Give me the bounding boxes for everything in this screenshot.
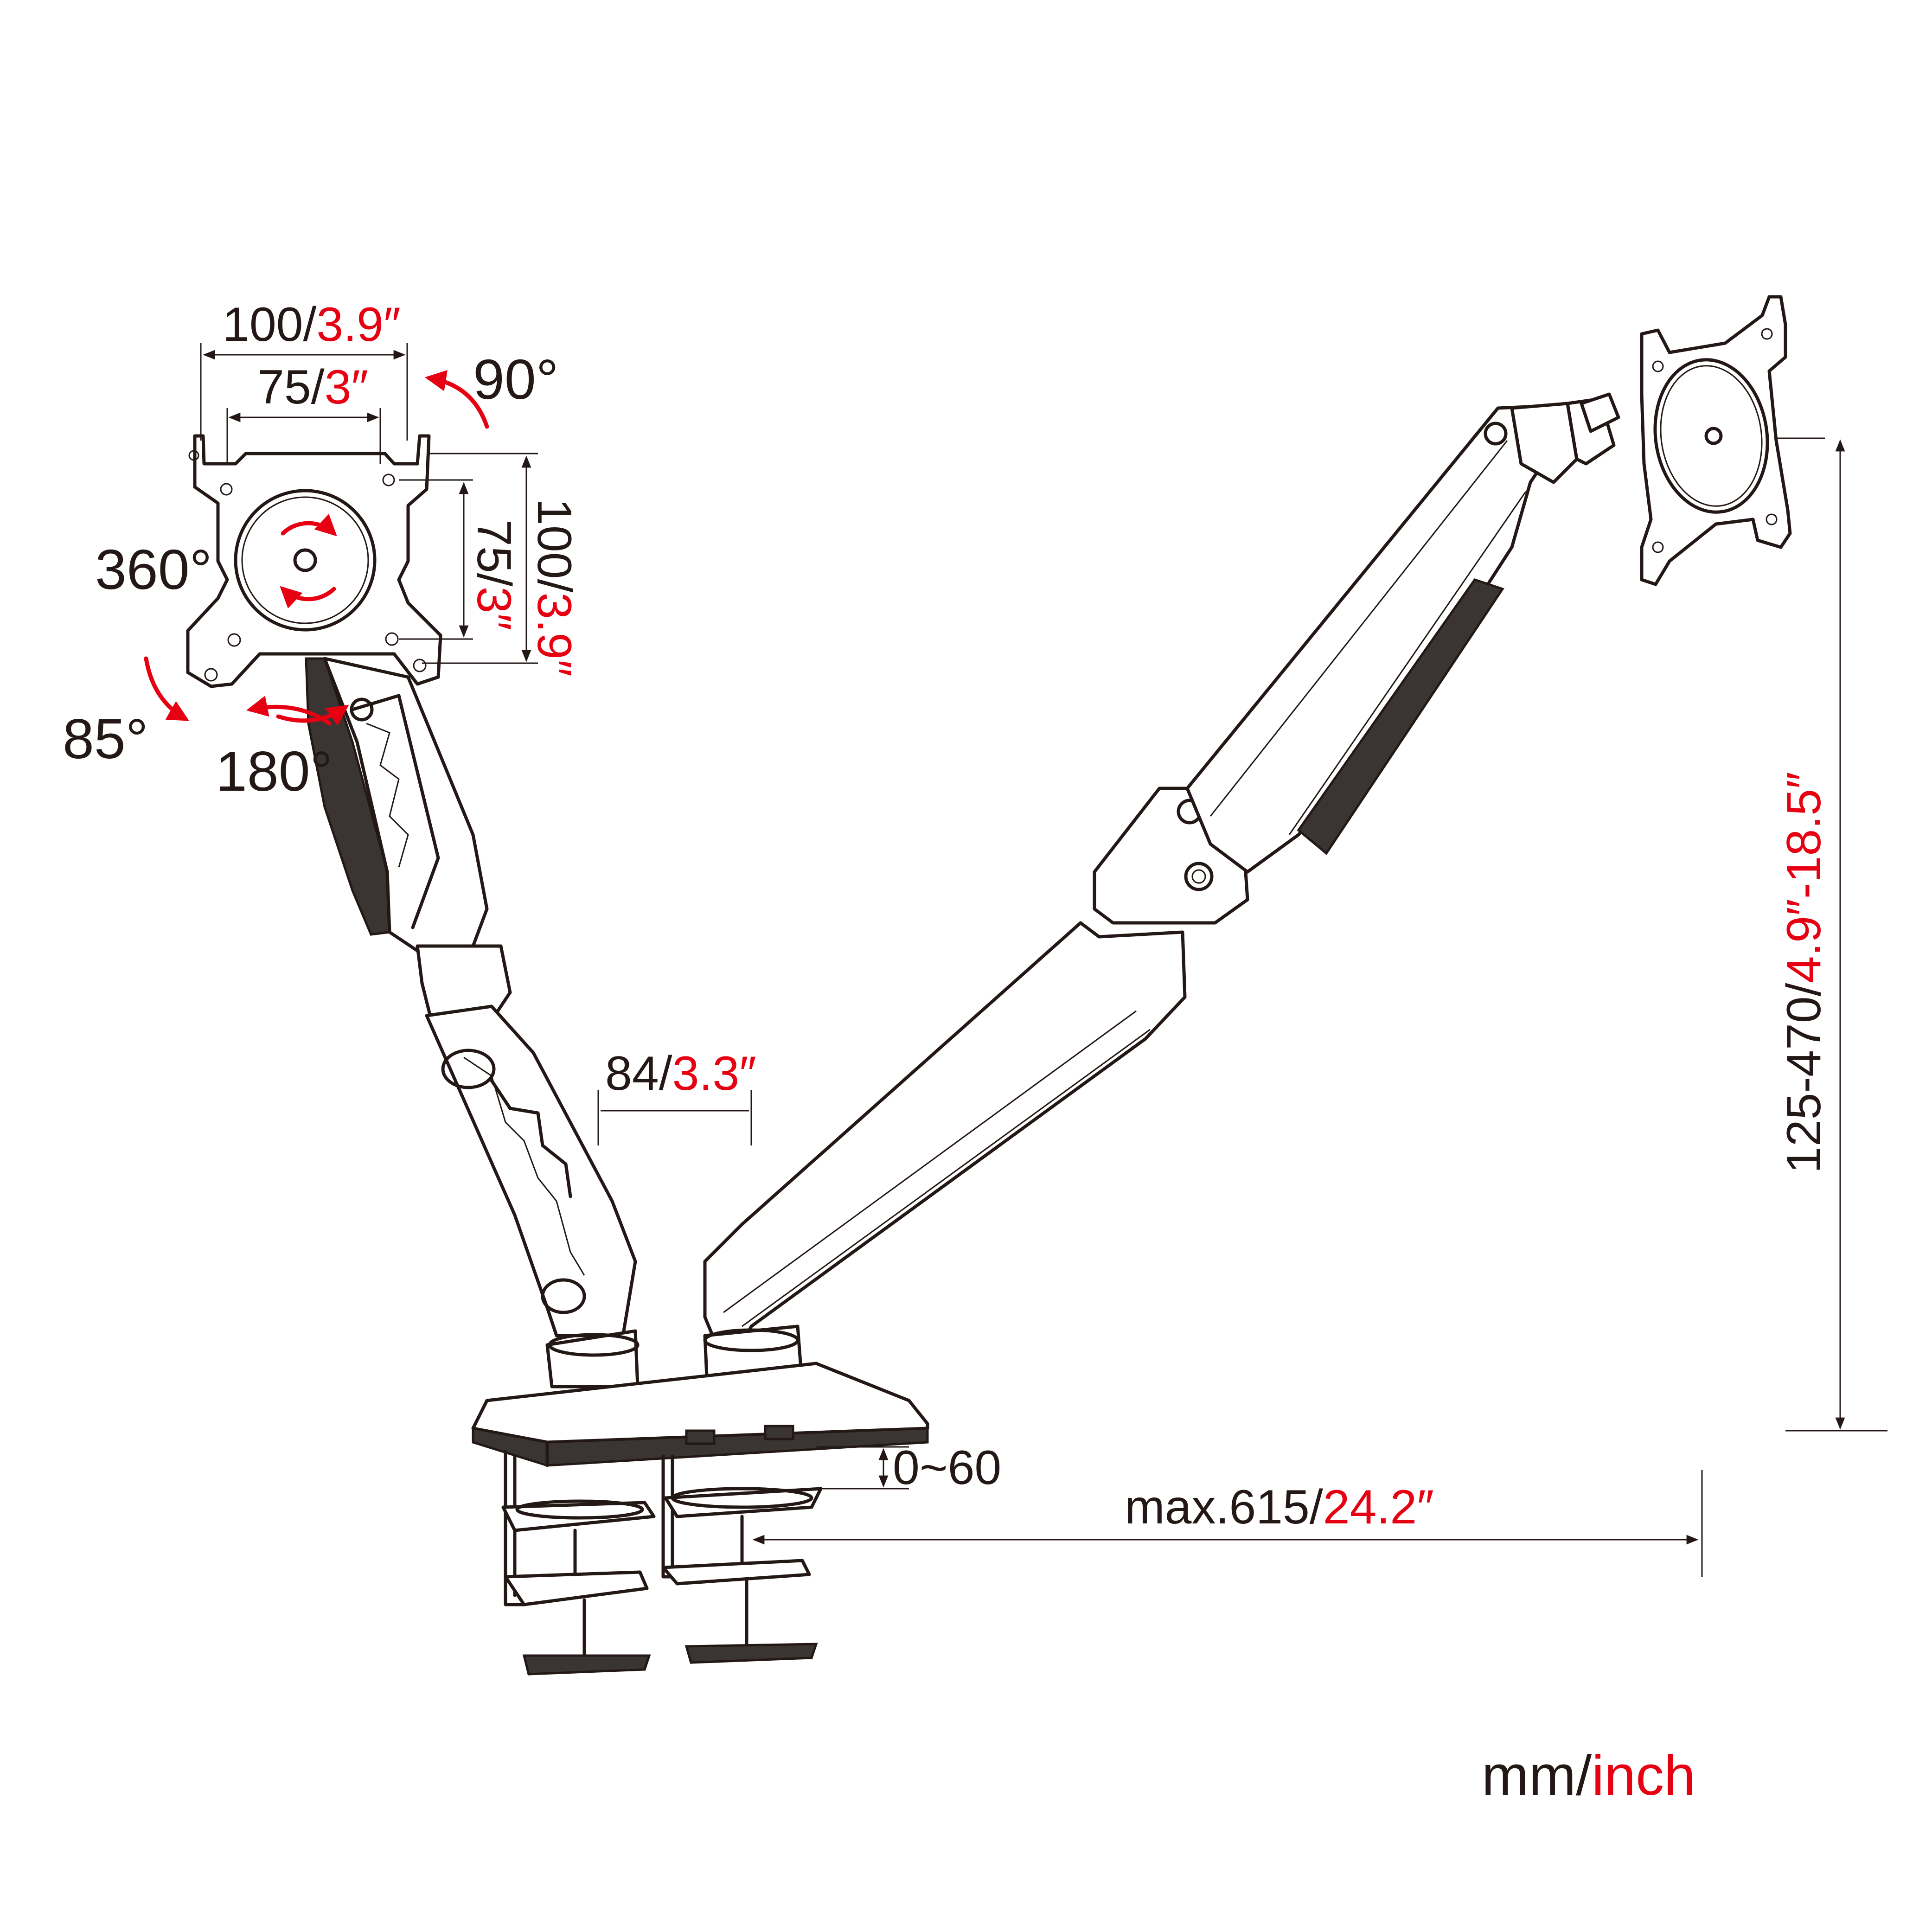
clamp-range-label: 0~60 bbox=[893, 1441, 1001, 1495]
swivel-label: 360° bbox=[95, 538, 212, 601]
vesa-height-inner-label: 75/3″ bbox=[467, 519, 521, 630]
right-vesa-plate bbox=[1640, 295, 1792, 586]
left-vesa-plate bbox=[186, 434, 442, 688]
right-arm bbox=[703, 392, 1620, 1347]
reach-label: max.615/24.2″ bbox=[1125, 1480, 1434, 1534]
height-range-label: 125-470/4.9″-18.5″ bbox=[1777, 772, 1831, 1173]
pan-label: 180° bbox=[216, 740, 333, 803]
tilt-down-label: 85° bbox=[63, 707, 148, 770]
tilt-up-label: 90° bbox=[473, 348, 559, 411]
vesa-width-inner-label: 75/3″ bbox=[257, 360, 368, 414]
pan-arrow-right-icon bbox=[276, 704, 349, 726]
left-arm bbox=[305, 657, 637, 1347]
swivel-arrows-icon bbox=[280, 514, 337, 608]
vesa-width-outer-label: 100/3.9″ bbox=[223, 298, 401, 352]
tilt-up-arrow-icon bbox=[424, 370, 489, 429]
desk-clamps bbox=[501, 1450, 823, 1676]
pole-gap-label: 84/3.3″ bbox=[605, 1047, 756, 1100]
base-assembly bbox=[471, 1324, 929, 1467]
tilt-down-arrow-icon bbox=[144, 656, 189, 721]
vesa-height-outer-label: 100/3.9″ bbox=[527, 499, 581, 677]
units-legend: mm/inch bbox=[1482, 1744, 1695, 1807]
dimension-lines bbox=[200, 343, 1887, 1577]
